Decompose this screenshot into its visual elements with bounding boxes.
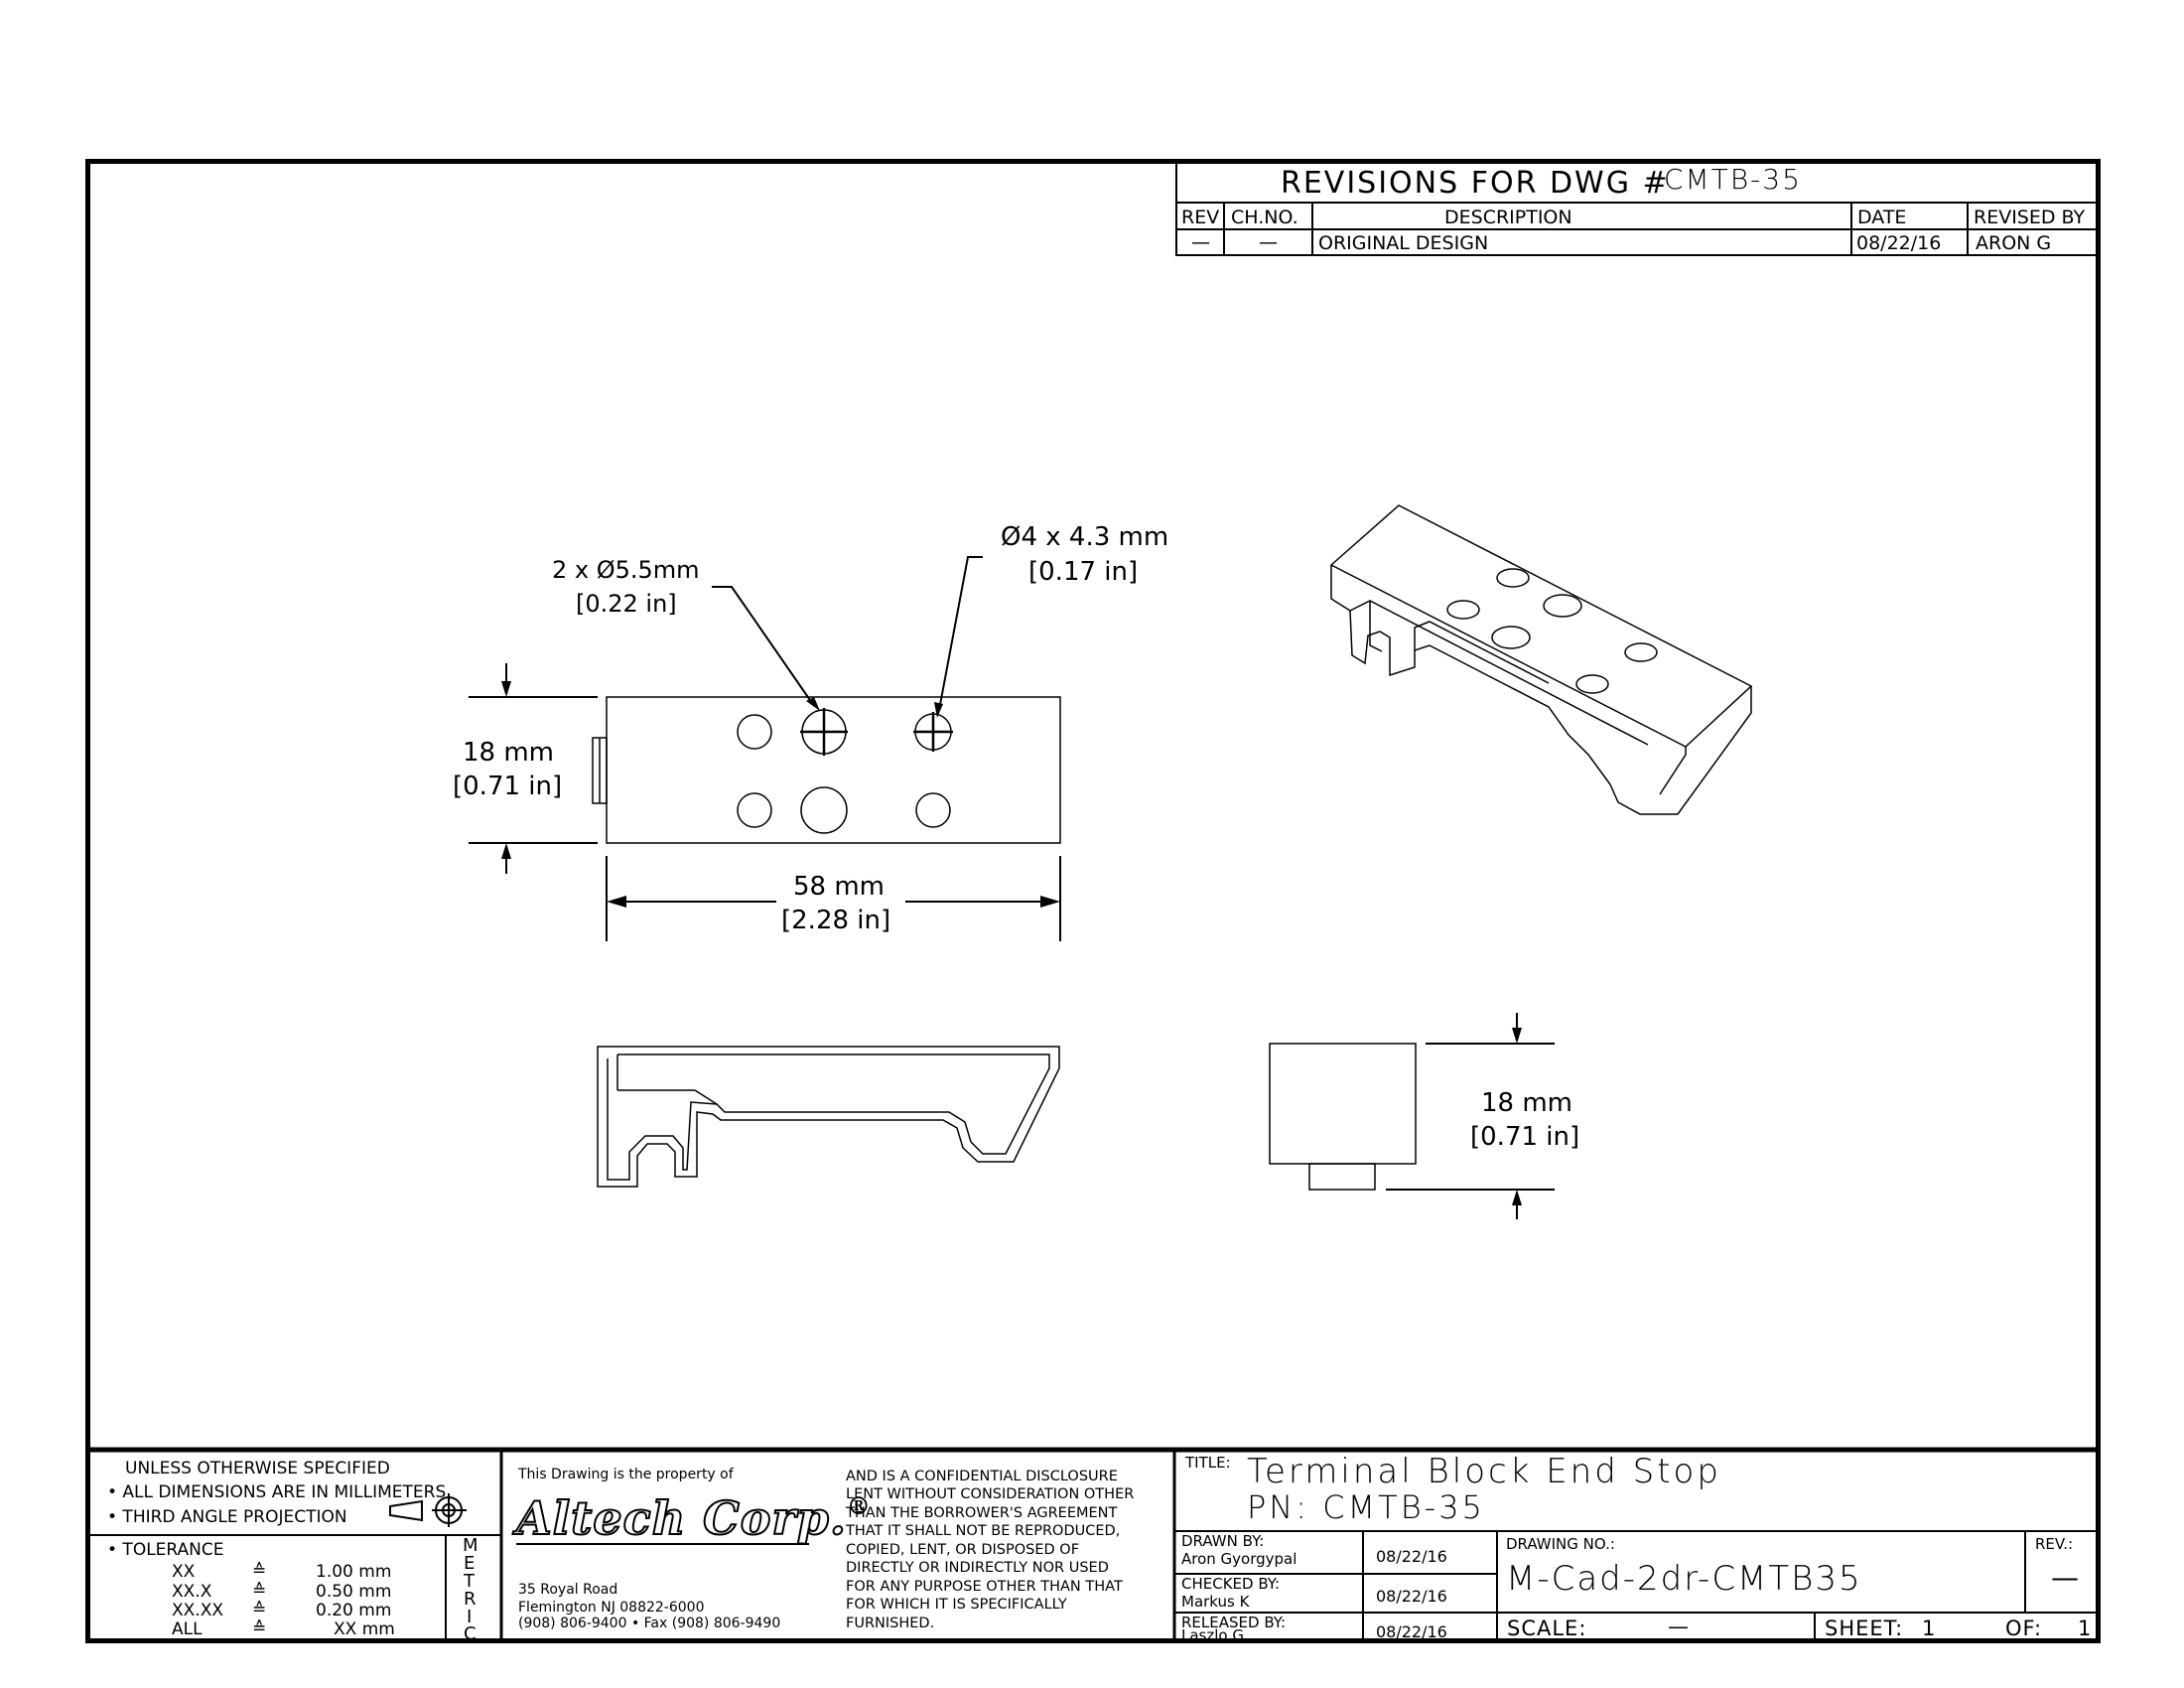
side-view	[1269, 1043, 1417, 1191]
metric-letter: T	[464, 1571, 475, 1592]
released-by-label: RELEASED BY:	[1181, 1614, 1287, 1631]
isometric-view	[1329, 504, 1753, 815]
sheet-value: 1	[1922, 1617, 1936, 1640]
disclosure-line: DIRECTLY OR INDIRECTLY NOR USED	[846, 1560, 1109, 1576]
revision-row-chno: —	[1259, 231, 1278, 253]
checked-by: Markus K	[1181, 1593, 1250, 1611]
drawn-date: 08/22/16	[1376, 1547, 1447, 1566]
drawing-title: Terminal Block End Stop	[1247, 1452, 1721, 1491]
top-view-dimensions	[469, 556, 1061, 941]
revision-table-border	[1175, 161, 2100, 256]
revision-col-rev: REV	[1181, 207, 1220, 228]
tolerance-symbol: ≙	[252, 1600, 267, 1619]
tolerance-key: XX.X	[172, 1582, 212, 1602]
disclosure-line: COPIED, LENT, OR DISPOSED OF	[846, 1542, 1080, 1558]
drawn-by-label: DRAWN BY:	[1181, 1532, 1265, 1550]
metric-letter: I	[467, 1607, 473, 1627]
revision-row-revised-by: ARON G	[1976, 232, 2052, 254]
tolerance-key: XX.XX	[172, 1601, 223, 1620]
tolerance-key: XX	[172, 1562, 196, 1582]
disclosure-line: THAN THE BORROWER'S AGREEMENT	[846, 1505, 1118, 1521]
revision-dwg-number: CMTB-35	[1664, 163, 1802, 196]
title-block-grid	[87, 1447, 2099, 1641]
company-address2: Flemington NJ 08822-6000	[518, 1600, 705, 1616]
revision-row-rev: —	[1191, 231, 1210, 253]
revision-col-chno: CH.NO.	[1231, 207, 1298, 228]
tolerance-label: • TOLERANCE	[107, 1540, 224, 1560]
third-angle-projection-icon	[389, 1493, 467, 1527]
rev-value: —	[2051, 1561, 2079, 1594]
rev-label: REV.:	[2035, 1535, 2074, 1553]
tolerance-value: XX mm	[334, 1619, 395, 1639]
disclosure-line: FOR WHICH IT IS SPECIFICALLY	[846, 1597, 1067, 1613]
revision-col-revised-by: REVISED BY	[1974, 207, 2086, 228]
hole-small-label: Ø4 x 4.3 mm	[1001, 522, 1169, 552]
sheet-label: SHEET:	[1825, 1617, 1904, 1640]
note-unless: UNLESS OTHERWISE SPECIFIED	[125, 1459, 390, 1478]
disclosure-line: LENT WITHOUT CONSIDERATION OTHER	[846, 1486, 1135, 1502]
side-view-dimensions	[1386, 1013, 1555, 1219]
revision-row-description: ORIGINAL DESIGN	[1318, 232, 1489, 254]
of-value: 1	[2078, 1617, 2092, 1640]
tolerance-value: 0.20 mm	[316, 1601, 392, 1620]
scale-value: —	[1668, 1615, 1689, 1638]
metric-letter: E	[464, 1553, 476, 1574]
tolerance-symbol: ≙	[252, 1581, 267, 1601]
property-of-text: This Drawing is the property of	[518, 1467, 734, 1482]
company-phone: (908) 806-9400 • Fax (908) 806-9490	[518, 1616, 781, 1631]
hole-small-label-in: [0.17 in]	[1028, 557, 1139, 587]
height-label-in: [0.71 in]	[453, 772, 563, 801]
disclosure-line: FURNISHED.	[846, 1616, 935, 1631]
note-dims-mm: • ALL DIMENSIONS ARE IN MILLIMETERS	[107, 1482, 447, 1502]
drawing-frame	[85, 159, 2101, 1643]
company-address1: 35 Royal Road	[518, 1582, 618, 1598]
metric-letter: M	[463, 1535, 478, 1556]
length-label-mm: 58 mm	[793, 872, 886, 902]
revision-header: REVISIONS FOR DWG #	[1281, 166, 1670, 201]
metric-letter: C	[464, 1623, 477, 1644]
tolerance-symbol: ≙	[252, 1618, 267, 1638]
hole-large-label: 2 x Ø5.5mm	[552, 556, 700, 584]
disclosure-line: THAT IT SHALL NOT BE REPRODUCED,	[846, 1523, 1121, 1539]
drawing-no-label: DRAWING NO.:	[1506, 1535, 1615, 1553]
checked-date: 08/22/16	[1376, 1587, 1447, 1606]
company-logo: Altech Corp.®	[515, 1490, 872, 1546]
tolerance-key: ALL	[172, 1619, 203, 1639]
tolerance-value: 1.00 mm	[316, 1562, 392, 1582]
revision-col-description: DESCRIPTION	[1444, 207, 1572, 228]
scale-label: SCALE:	[1507, 1617, 1587, 1640]
drawn-by: Aron Gyorgypal	[1181, 1550, 1297, 1568]
tolerance-value: 0.50 mm	[316, 1582, 392, 1602]
checked-by-label: CHECKED BY:	[1181, 1575, 1281, 1593]
released-date: 08/22/16	[1376, 1622, 1447, 1641]
drawing-number: M-Cad-2dr-CMTB35	[1506, 1559, 1862, 1599]
disclosure-line: AND IS A CONFIDENTIAL DISCLOSURE	[846, 1469, 1118, 1484]
title-label: TITLE:	[1185, 1454, 1231, 1472]
hole-large-label-in: [0.22 in]	[576, 590, 677, 618]
side-height-label-mm: 18 mm	[1481, 1088, 1573, 1118]
note-projection: • THIRD ANGLE PROJECTION	[107, 1507, 347, 1527]
disclosure-line: FOR ANY PURPOSE OTHER THAN THAT	[846, 1579, 1123, 1595]
height-label-mm: 18 mm	[463, 738, 555, 768]
of-label: OF:	[2005, 1617, 2043, 1640]
tolerance-symbol: ≙	[252, 1561, 267, 1581]
top-view	[592, 696, 1061, 844]
side-height-label-in: [0.71 in]	[1470, 1122, 1580, 1152]
profile-view	[597, 1046, 1060, 1188]
metric-letter: R	[464, 1589, 477, 1610]
revision-col-date: DATE	[1857, 207, 1907, 228]
part-number: PN: CMTB-35	[1247, 1488, 1485, 1526]
released-by: Laszlo G	[1181, 1626, 1244, 1644]
revision-row-date: 08/22/16	[1856, 232, 1942, 254]
length-label-in: [2.28 in]	[781, 906, 891, 935]
